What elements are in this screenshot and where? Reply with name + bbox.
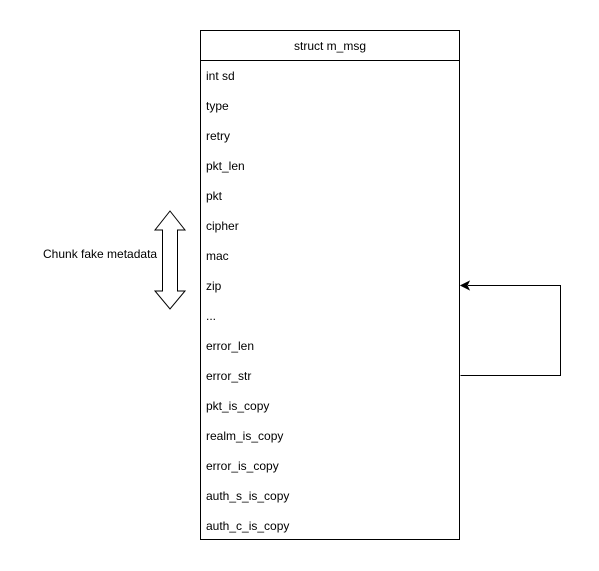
field-ellipsis: ... (206, 309, 217, 323)
field-cipher: cipher (206, 219, 239, 233)
field-auth-s-is-copy: auth_s_is_copy (206, 489, 290, 503)
pointer-arrowhead-icon (459, 280, 471, 291)
field-zip: zip (206, 279, 222, 293)
field-realm-is-copy: realm_is_copy (206, 429, 284, 443)
field-retry: retry (206, 129, 230, 143)
field-int-sd: int sd (206, 69, 235, 83)
field-error-is-copy: error_is_copy (206, 459, 279, 473)
field-list: int sd type retry pkt_len pkt cipher mac… (201, 61, 459, 541)
field-auth-c-is-copy: auth_c_is_copy (206, 519, 290, 533)
field-pkt: pkt (206, 189, 223, 203)
field-error-len: error_len (206, 339, 255, 353)
field-pkt-is-copy: pkt_is_copy (206, 399, 270, 413)
struct-title: struct m_msg (201, 31, 459, 61)
field-pkt-len: pkt_len (206, 159, 245, 173)
field-mac: mac (206, 249, 229, 263)
field-type: type (206, 99, 229, 113)
field-error-str: error_str (206, 369, 252, 383)
pointer-connector-line (460, 285, 561, 376)
chunk-fake-metadata-label: Chunk fake metadata (43, 247, 158, 261)
double-headed-vertical-arrow-icon (153, 210, 187, 310)
struct-box: struct m_msg int sd type retry pkt_len p… (200, 30, 460, 540)
